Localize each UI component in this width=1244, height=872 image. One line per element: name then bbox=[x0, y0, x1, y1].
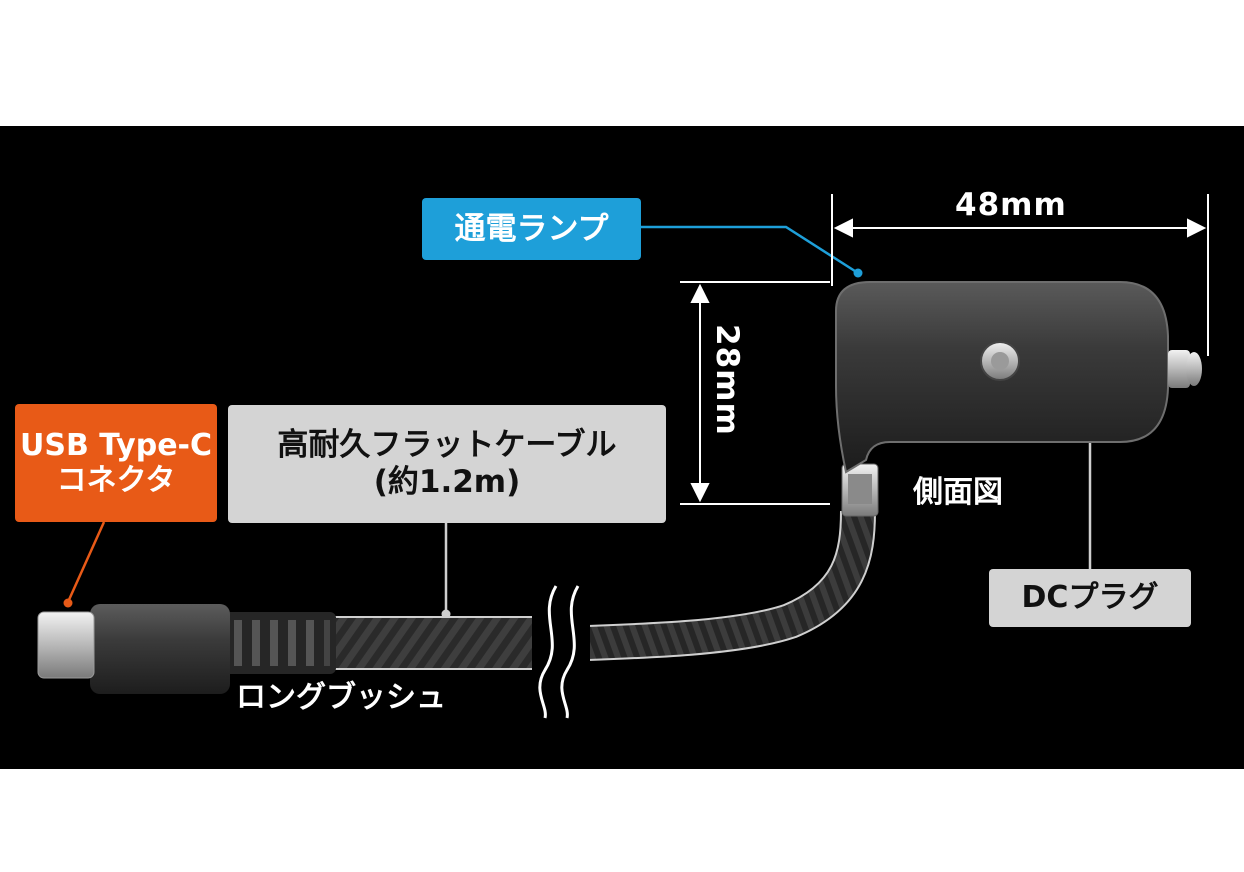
dc-plug-label: DCプラグ bbox=[1021, 580, 1159, 616]
flat-cable-tag: 高耐久フラットケーブル (約1.2m) bbox=[228, 405, 666, 523]
height-dimension-label: 28mm bbox=[709, 324, 745, 436]
cable-tag-line1: 高耐久フラットケーブル bbox=[277, 427, 617, 464]
cable-tag-line2: (約1.2m) bbox=[373, 464, 521, 500]
usb-tag-line2: コネクタ bbox=[56, 463, 176, 498]
usb-tag-line1: USB Type-C bbox=[19, 427, 213, 463]
width-dimension-label: 48mm bbox=[955, 187, 1067, 223]
diagram-canvas: 通電ランプ USB Type-C コネクタ 高耐久フラットケーブル (約1.2m… bbox=[0, 126, 1244, 769]
usb-c-connector-tag: USB Type-C コネクタ bbox=[15, 404, 217, 522]
long-bush-label: ロングブッシュ bbox=[236, 680, 446, 715]
usb-c-connector bbox=[37, 604, 230, 694]
dc-plug-tag: DCプラグ bbox=[989, 569, 1191, 627]
long-bush bbox=[222, 612, 336, 674]
dimension-28mm-lines bbox=[680, 281, 830, 505]
product-illustration bbox=[37, 194, 1209, 719]
power-lamp-label: 通電ランプ bbox=[454, 210, 609, 247]
dimension-48mm-lines bbox=[831, 194, 1209, 356]
side-view-label: 側面図 bbox=[913, 475, 1003, 510]
power-lamp-tag: 通電ランプ bbox=[422, 198, 641, 260]
side-view-connector bbox=[841, 463, 879, 517]
charger-body bbox=[835, 281, 1202, 474]
